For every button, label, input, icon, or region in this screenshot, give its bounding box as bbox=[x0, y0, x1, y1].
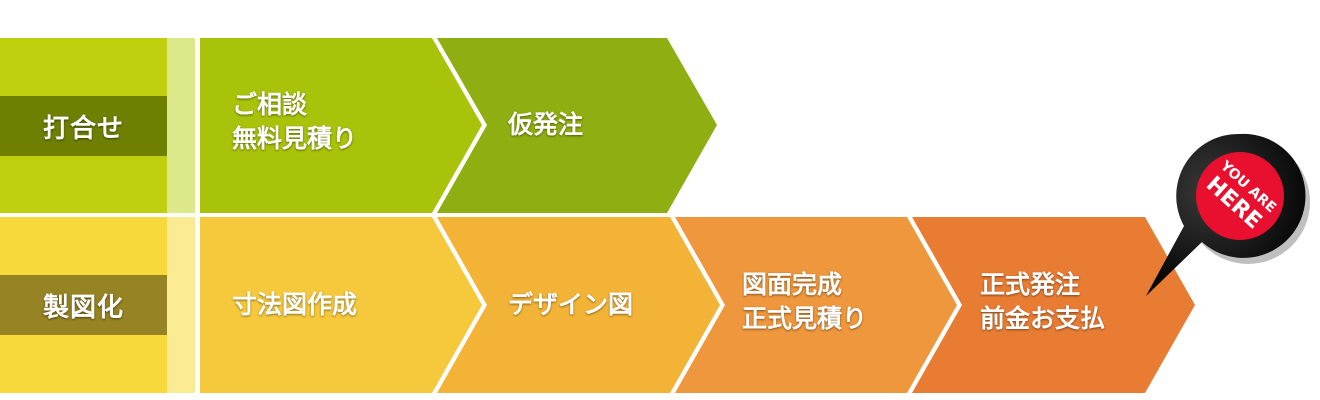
stage-drawing-complete-shape bbox=[675, 217, 957, 393]
stage-consultation-line1: ご相談 bbox=[232, 90, 308, 119]
drafting-strip bbox=[167, 217, 195, 393]
drafting-row-label: 製図化 bbox=[0, 275, 167, 335]
stage-formal-order-line1: 正式発注 bbox=[980, 270, 1081, 299]
stage-formal-order-line2: 前金お支払 bbox=[980, 304, 1106, 333]
stage-provisional-order-line1: 仮発注 bbox=[508, 110, 584, 139]
stage-design-drawing-line1: デザイン図 bbox=[508, 290, 634, 319]
stage-consultation: ご相談 無料見積り bbox=[232, 88, 357, 156]
stage-drawing-complete: 図面完成 正式見積り bbox=[742, 268, 867, 336]
you-are-here-marker: YOU ARE HERE bbox=[1146, 133, 1310, 296]
stage-provisional-order: 仮発注 bbox=[508, 108, 583, 142]
meeting-row-label: 打合せ bbox=[0, 96, 167, 156]
stage-drawing-complete-line2: 正式見積り bbox=[742, 304, 868, 333]
stage-dimension-drawing: 寸法図作成 bbox=[232, 288, 357, 322]
stage-design-drawing: デザイン図 bbox=[508, 288, 633, 322]
stage-formal-order-shape bbox=[912, 217, 1195, 393]
marker-red-badge bbox=[1196, 152, 1284, 240]
meeting-row-label-text: 打合せ bbox=[42, 113, 124, 144]
stage-dimension-drawing-line1: 寸法図作成 bbox=[232, 290, 358, 319]
stage-design-drawing-shape bbox=[437, 217, 720, 393]
drafting-row-label-text: 製図化 bbox=[42, 292, 124, 323]
stage-formal-order: 正式発注 前金お支払 bbox=[980, 268, 1105, 336]
stage-drawing-complete-line1: 図面完成 bbox=[742, 270, 843, 299]
meeting-strip bbox=[167, 38, 195, 213]
stage-consultation-shape bbox=[200, 38, 482, 213]
stage-provisional-order-shape bbox=[437, 38, 717, 213]
stage-consultation-line2: 無料見積り bbox=[232, 124, 358, 153]
stage-dimension-drawing-shape bbox=[200, 217, 482, 393]
